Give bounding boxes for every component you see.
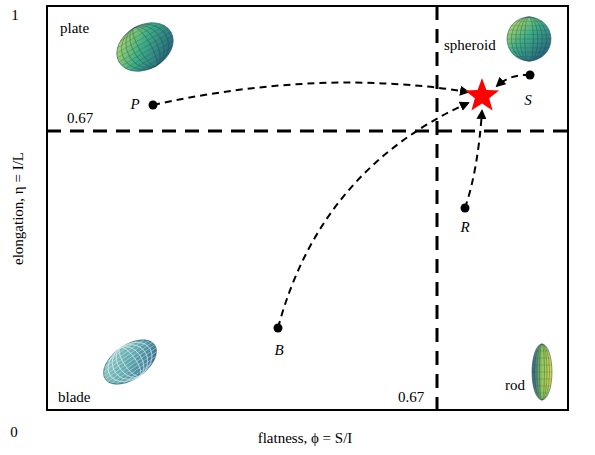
region-name: plate (60, 21, 89, 36)
point-label: R (460, 220, 469, 235)
point-label: P (130, 97, 139, 112)
axis-max: 1 (11, 8, 19, 23)
axis-min: 0 (10, 425, 18, 440)
threshold-value: 0.67 (398, 390, 424, 405)
region-name: spheroid (444, 38, 496, 53)
region-name: blade (58, 390, 90, 405)
threshold-value: 0.67 (67, 111, 93, 126)
axis-title: elongation, η = I/L (11, 152, 26, 265)
point-label: B (274, 343, 283, 358)
axis-title: flatness, ϕ = S/I (258, 431, 353, 446)
region-name: rod (505, 378, 525, 393)
point-label: S (524, 93, 532, 108)
